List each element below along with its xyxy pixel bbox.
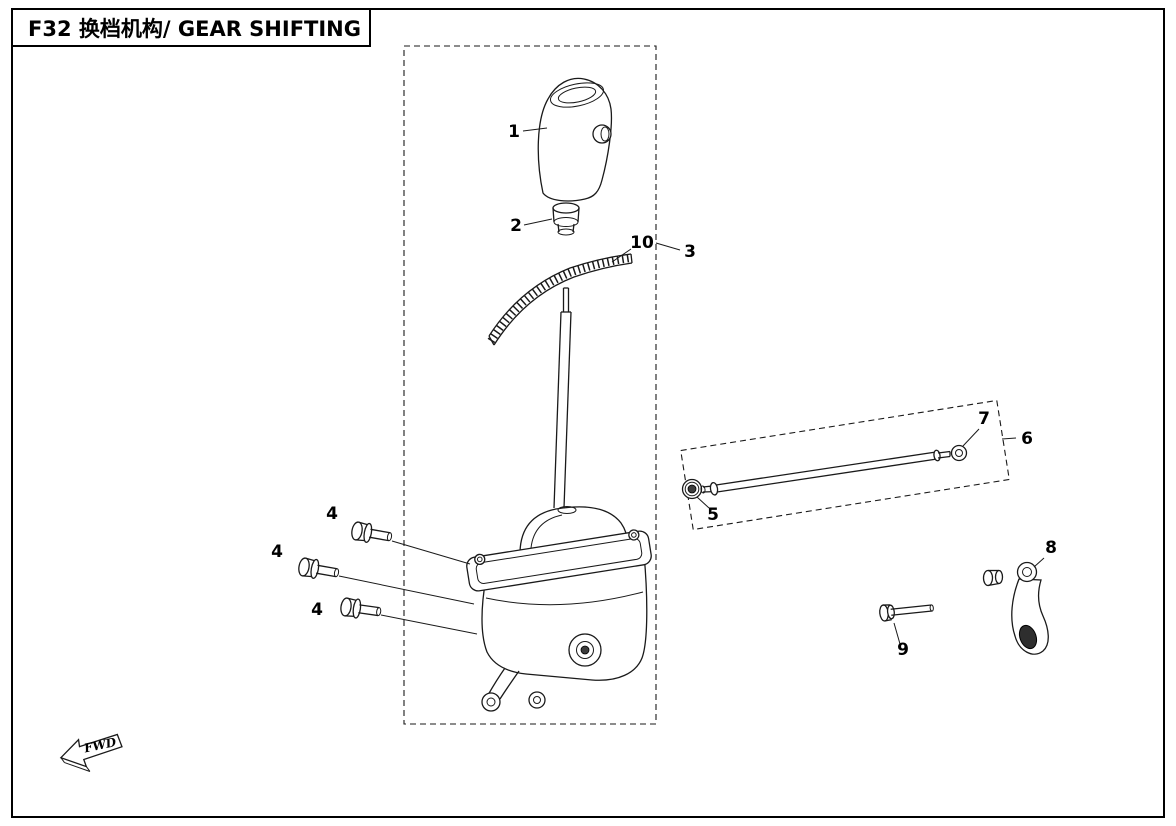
callout-1: 1 xyxy=(508,122,520,142)
callout-6-leader xyxy=(1001,437,1017,440)
callout-4c: 4 xyxy=(311,600,323,620)
callout-4a: 4 xyxy=(326,504,338,524)
callout-5: 5 xyxy=(707,505,719,525)
shifter-housing xyxy=(466,506,652,712)
page-border xyxy=(11,8,1165,818)
callout-9-leader xyxy=(893,622,901,645)
part-4-bolt-2 xyxy=(298,557,340,579)
callout-8-leader xyxy=(1033,557,1045,568)
callout-1-leader xyxy=(522,127,548,132)
part-5-flange-nut xyxy=(681,478,703,500)
callout-8: 8 xyxy=(1045,538,1057,558)
part-10-serrated-plate xyxy=(487,253,633,346)
fwd-arrow-shape xyxy=(59,733,123,768)
page-title: F32 换档机构/ GEAR SHIFTING xyxy=(28,17,361,41)
callout-6: 6 xyxy=(1021,429,1033,449)
arm-pivot xyxy=(1016,561,1038,583)
part-1-shift-knob xyxy=(537,77,613,202)
bolt-2-leader-line xyxy=(338,575,475,605)
callout-2: 2 xyxy=(510,216,522,236)
fwd-label: FWD xyxy=(82,735,118,756)
callout-3: 3 xyxy=(684,242,696,262)
part-6-linkage-rod xyxy=(700,449,951,496)
part-2-knob-nut xyxy=(552,202,580,236)
housing-lug-right xyxy=(528,691,546,709)
callout-10-leader xyxy=(611,248,632,263)
title-box xyxy=(11,8,371,47)
part-4-bolt-1 xyxy=(351,521,393,543)
part-7-rod-nut xyxy=(950,444,968,462)
bolt-3-leader-line xyxy=(380,614,478,635)
callout-4b: 4 xyxy=(271,542,283,562)
callout-10: 10 xyxy=(630,233,654,253)
callout-5-leader xyxy=(696,496,710,509)
part-9-flange-bolt xyxy=(879,604,934,622)
callout-7-leader xyxy=(962,428,980,447)
mounting-plate xyxy=(466,529,652,592)
knob-button xyxy=(592,124,612,144)
bolt-1-leader-line xyxy=(391,540,471,565)
knob-top-oval xyxy=(549,82,605,108)
arm-foot xyxy=(1018,624,1038,650)
shift-lever-shaft xyxy=(553,287,572,509)
title-block: F32 换档机构/ GEAR SHIFTING xyxy=(11,8,371,47)
housing-body xyxy=(481,553,648,681)
part-8-shift-arm xyxy=(982,561,1049,655)
part-4-bolt-3 xyxy=(340,597,382,619)
callout-7: 7 xyxy=(978,409,990,429)
callout-9: 9 xyxy=(897,640,909,660)
assembly-dashed-box xyxy=(403,45,657,725)
fwd-arrow: FWD xyxy=(59,733,123,772)
callout-2-leader xyxy=(523,218,553,226)
housing-lug-left xyxy=(481,692,501,712)
callout-3-leader xyxy=(655,242,681,251)
